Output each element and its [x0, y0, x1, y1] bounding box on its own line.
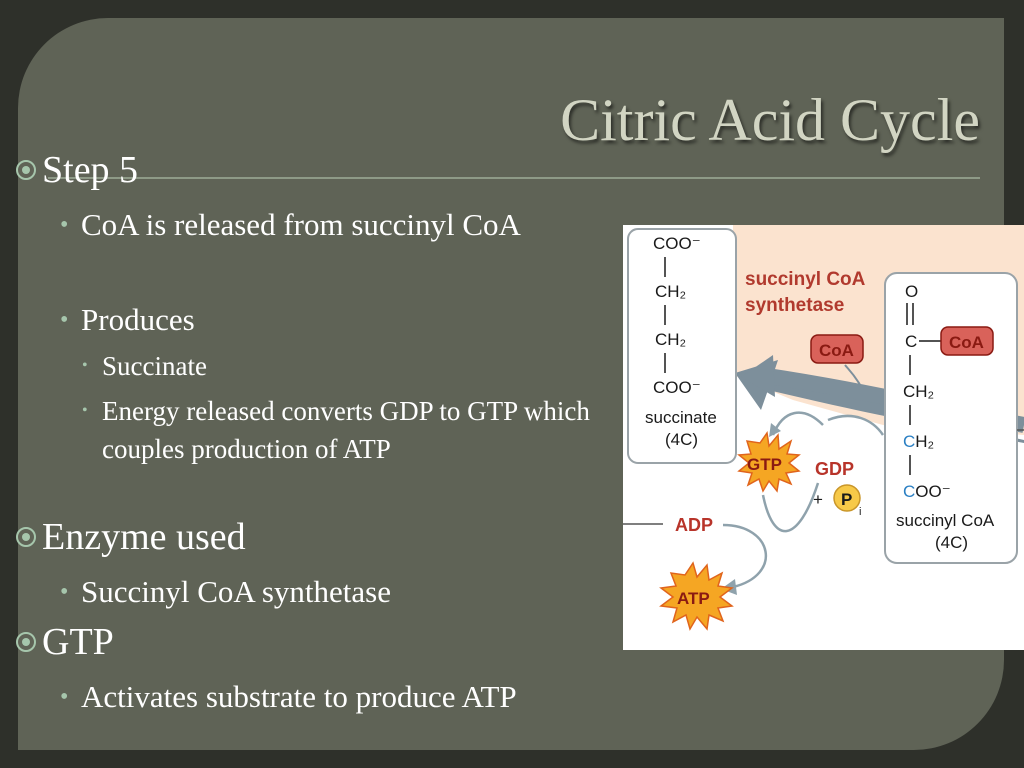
- bullet-circle-icon: [16, 632, 36, 652]
- succinate-carbons: (4C): [665, 430, 698, 449]
- succinate-coo-bottom: COO⁻: [653, 378, 701, 397]
- succinyl-o: O: [905, 282, 918, 301]
- succinyl-ch2-1: CH₂: [903, 382, 934, 401]
- bullet-succinyl-coa-synthetase: • Succinyl CoA synthetase: [60, 570, 600, 614]
- succinate-ch2-1: CH₂: [655, 282, 686, 301]
- gdp-label: GDP: [815, 459, 854, 479]
- bullet-circle-icon: [16, 160, 36, 180]
- bullet-circle-icon: [16, 527, 36, 547]
- coa-release-arrow: [844, 364, 864, 391]
- gtp-label: GTP: [747, 455, 782, 474]
- bullet-produces: • Produces: [60, 298, 600, 342]
- succinate-label: succinate: [645, 408, 717, 427]
- coa-released-label: CoA: [819, 341, 854, 360]
- bullet-enzyme-used: Enzyme used: [16, 517, 246, 557]
- bullet-dot-icon: •: [60, 212, 69, 238]
- title-divider: [48, 177, 980, 179]
- gtp-burst-icon: [737, 431, 801, 493]
- bullet-energy-released: • Energy released converts GDP to GTP wh…: [82, 392, 602, 468]
- succinate-coo-top: COO⁻: [653, 234, 701, 253]
- bullet-dot-icon: •: [60, 684, 69, 710]
- enzyme-label-line2: synthetase: [745, 295, 844, 316]
- phosphate-label: P: [841, 490, 852, 509]
- succinate-box: [627, 228, 737, 464]
- reaction-diagram-svg: COO⁻ CH₂ CH₂ COO⁻ succinate (4C) succiny…: [623, 225, 1024, 631]
- gtp-cycle-arrow-right: [827, 414, 885, 436]
- bullet-small-dot-icon: •: [82, 402, 88, 419]
- bullet-coa-released: • CoA is released from succinyl CoA: [60, 203, 600, 247]
- plus-sign: +: [813, 490, 823, 509]
- gtp-cycle-arrow-top: [771, 411, 824, 436]
- coa-bound-label: CoA: [949, 333, 984, 352]
- reaction-diagram: COO⁻ CH₂ CH₂ COO⁻ succinate (4C) succiny…: [623, 225, 1024, 650]
- bullet-succinate: • Succinate: [82, 347, 602, 385]
- atp-label: ATP: [677, 589, 710, 608]
- bullet-gtp: GTP: [16, 622, 114, 662]
- bullet-dot-icon: •: [60, 579, 69, 605]
- adp-to-atp-arrow: [722, 523, 768, 589]
- arrowhead-icon: [769, 423, 781, 437]
- succinyl-coa-carbons: (4C): [935, 533, 968, 552]
- bullet-activates-substrate: • Activates substrate to produce ATP: [60, 675, 600, 719]
- gdp-to-gtp-arrow: [761, 482, 820, 533]
- bullet-step-5: Step 5: [16, 150, 138, 190]
- main-reaction-arrowhead-icon: [741, 355, 775, 397]
- coa-released-badge: [810, 334, 864, 364]
- coa-bound-badge: [940, 326, 994, 356]
- enzyme-label-line1: succinyl CoA: [745, 269, 866, 290]
- bullet-small-dot-icon: •: [82, 357, 88, 374]
- slide-title: Citric Acid Cycle: [560, 87, 980, 153]
- adp-label: ADP: [675, 515, 713, 535]
- bullet-dot-icon: •: [60, 307, 69, 333]
- succinyl-coa-label: succinyl CoA: [896, 511, 995, 530]
- succinate-ch2-2: CH₂: [655, 330, 686, 349]
- atp-burst-icon: [659, 561, 734, 631]
- succinyl-c: C: [905, 332, 917, 351]
- succinyl-coo: COO⁻: [903, 482, 951, 501]
- phosphate-circle-icon: [833, 484, 861, 512]
- succinyl-ch2-2: CH₂: [903, 432, 934, 451]
- phosphate-subscript: i: [859, 506, 861, 518]
